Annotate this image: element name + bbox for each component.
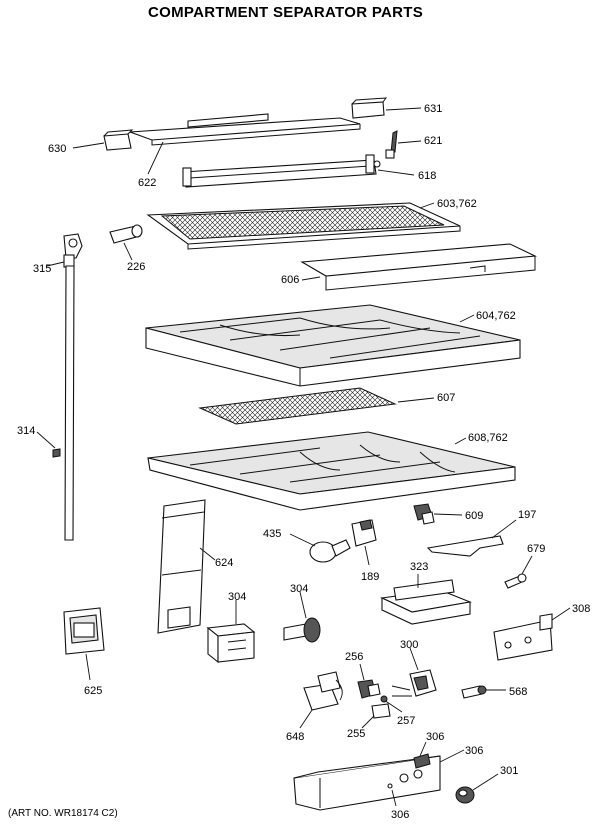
callout-189: 189 xyxy=(361,571,379,583)
callout-435: 435 xyxy=(263,528,281,540)
part-606-rail xyxy=(300,243,538,291)
callout-622: 622 xyxy=(138,177,156,189)
part-568-screw xyxy=(461,685,487,699)
part-630-block xyxy=(103,129,134,151)
part-323-housing xyxy=(380,579,473,625)
part-304-block xyxy=(206,623,256,664)
callout-255: 255 xyxy=(347,728,365,740)
callout-630: 630 xyxy=(48,143,66,155)
part-624-panel xyxy=(157,499,206,634)
part-622-cover xyxy=(129,113,361,146)
callout-301: 301 xyxy=(500,765,518,777)
callout-226: 226 xyxy=(127,261,145,273)
callout-608-762: 608,762 xyxy=(468,432,508,444)
part-304-knob xyxy=(283,617,321,643)
art-number: (ART NO. WR18174 C2) xyxy=(8,808,118,819)
part-197-strip xyxy=(426,535,504,557)
callout-257: 257 xyxy=(397,715,415,727)
callout-304-block: 304 xyxy=(228,591,246,603)
part-300-relay xyxy=(391,669,437,697)
callout-631: 631 xyxy=(424,103,442,115)
part-631-cap xyxy=(351,97,388,119)
part-621-clip xyxy=(385,130,398,159)
part-308-plate xyxy=(493,613,553,661)
callout-306-a: 306 xyxy=(426,731,444,743)
part-603-shelf xyxy=(146,202,461,250)
callout-306-b: 306 xyxy=(465,745,483,757)
part-435-bulb xyxy=(309,539,351,563)
callout-308: 308 xyxy=(572,603,590,615)
part-608-pan xyxy=(147,431,516,511)
part-314-rod xyxy=(52,265,75,541)
part-604-pan xyxy=(145,304,521,387)
part-679-screw xyxy=(504,573,527,589)
part-609-clip xyxy=(413,503,435,525)
callout-621: 621 xyxy=(424,135,442,147)
callout-314: 314 xyxy=(17,425,35,437)
callout-304-knob: 304 xyxy=(290,583,308,595)
callout-306-c: 306 xyxy=(391,809,409,821)
part-256-switch xyxy=(357,679,381,699)
callout-197: 197 xyxy=(518,509,536,521)
callout-300: 300 xyxy=(400,639,418,651)
part-control-box xyxy=(293,753,441,811)
callout-568: 568 xyxy=(509,686,527,698)
callout-607: 607 xyxy=(437,392,455,404)
part-315-pivot xyxy=(63,233,83,268)
part-648-capacitor xyxy=(303,671,343,711)
callout-648: 648 xyxy=(286,731,304,743)
callout-323: 323 xyxy=(410,561,428,573)
callout-315: 315 xyxy=(33,263,51,275)
callout-625: 625 xyxy=(84,685,102,697)
callout-609: 609 xyxy=(465,510,483,522)
callout-606: 606 xyxy=(281,274,299,286)
part-625-housing xyxy=(63,607,105,655)
part-255-clip xyxy=(371,703,391,719)
page-title: COMPARTMENT SEPARATOR PARTS xyxy=(148,4,423,21)
callout-256: 256 xyxy=(345,651,363,663)
part-189-socket xyxy=(351,519,377,547)
callout-618: 618 xyxy=(418,170,436,182)
part-607-screen xyxy=(198,387,397,425)
callout-624: 624 xyxy=(215,557,233,569)
part-301-knob xyxy=(455,786,475,804)
callout-679: 679 xyxy=(527,543,545,555)
part-226-plug xyxy=(109,224,143,244)
callout-604-762: 604,762 xyxy=(476,310,516,322)
part-618-bracket xyxy=(182,154,381,188)
callout-603-762: 603,762 xyxy=(437,198,477,210)
